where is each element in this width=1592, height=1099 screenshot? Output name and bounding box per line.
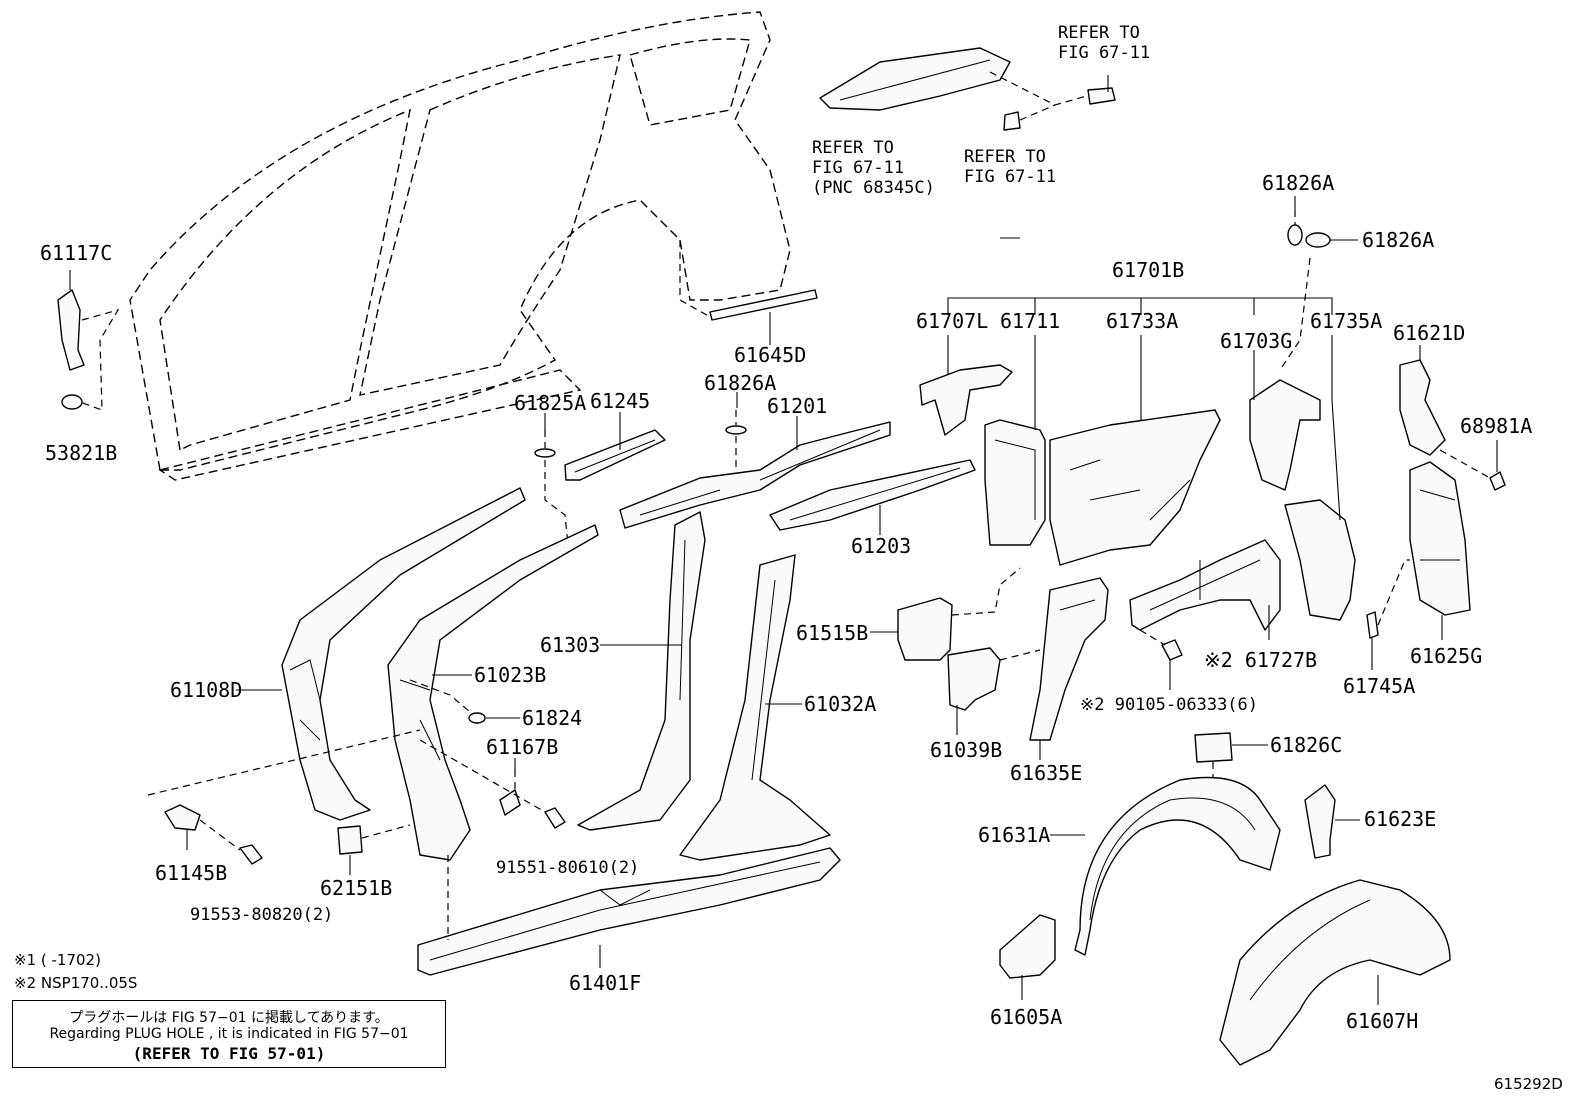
leader-lines bbox=[69, 75, 1498, 1005]
figure-id: 615292D bbox=[1494, 1075, 1563, 1093]
part-61145B bbox=[147, 729, 421, 865]
part-61745A bbox=[1366, 559, 1410, 639]
label-68981A[interactable]: 68981A bbox=[1460, 414, 1532, 438]
part-61826C bbox=[1194, 732, 1233, 780]
part-61826A-mid bbox=[725, 410, 747, 470]
refer-mid-right-line2[interactable]: FIG 67-11 bbox=[964, 167, 1056, 187]
label-61621D[interactable]: 61621D bbox=[1393, 321, 1465, 345]
label-61826A-mid[interactable]: 61826A bbox=[704, 371, 776, 395]
part-61303 bbox=[577, 511, 706, 831]
label-61203[interactable]: 61203 bbox=[851, 534, 911, 558]
part-61108D bbox=[281, 487, 526, 821]
part-61023B bbox=[387, 524, 599, 861]
label-61303[interactable]: 61303 bbox=[540, 633, 600, 657]
label-61826C[interactable]: 61826C bbox=[1270, 733, 1342, 757]
part-61711 bbox=[984, 335, 1046, 546]
label-61401F[interactable]: 61401F bbox=[569, 971, 641, 995]
part-61401F bbox=[417, 847, 841, 976]
label-61707L[interactable]: 61707L bbox=[916, 309, 988, 333]
label-61623E[interactable]: 61623E bbox=[1364, 807, 1436, 831]
part-61623E bbox=[1304, 784, 1336, 859]
part-61825A bbox=[534, 430, 569, 546]
label-61703G[interactable]: 61703G bbox=[1220, 329, 1292, 353]
part-61621D bbox=[1399, 359, 1446, 456]
label-61635E[interactable]: 61635E bbox=[1010, 761, 1082, 785]
part-61203 bbox=[769, 459, 976, 531]
label-91553-80820[interactable]: 91553-80820(2) bbox=[190, 905, 333, 925]
refer-mid-left-line1[interactable]: REFER TO bbox=[812, 138, 894, 158]
refer-mid-left-line3[interactable]: (PNC 68345C) bbox=[812, 178, 935, 198]
label-61607H[interactable]: 61607H bbox=[1346, 1009, 1418, 1033]
part-61039B bbox=[947, 647, 1041, 711]
part-61727B bbox=[1129, 539, 1281, 631]
refer-top-line1[interactable]: REFER TO bbox=[1058, 23, 1140, 43]
part-61201 bbox=[619, 421, 891, 529]
label-91551-80610[interactable]: 91551-80610(2) bbox=[496, 858, 639, 878]
label-53821B[interactable]: 53821B bbox=[45, 441, 117, 465]
part-61707L bbox=[919, 335, 1013, 436]
roof-reinforcement bbox=[819, 47, 1116, 131]
part-90105-bolt bbox=[1139, 629, 1183, 661]
part-61826A-top bbox=[1279, 210, 1331, 371]
label-61701B[interactable]: 61701B bbox=[1112, 258, 1184, 282]
label-61711[interactable]: 61711 bbox=[1000, 309, 1060, 333]
part-61605A bbox=[999, 914, 1056, 979]
label-62151B[interactable]: 62151B bbox=[320, 876, 392, 900]
part-61245 bbox=[564, 429, 666, 481]
label-61735A[interactable]: 61735A bbox=[1310, 309, 1382, 333]
part-62151B bbox=[337, 824, 411, 855]
part-61167B bbox=[499, 770, 521, 816]
refer-mid-left-line2[interactable]: FIG 67-11 bbox=[812, 158, 904, 178]
label-61727B[interactable]: ※2 61727B bbox=[1204, 648, 1317, 672]
part-61735A bbox=[1284, 335, 1356, 621]
label-61117C[interactable]: 61117C bbox=[40, 241, 112, 265]
label-61631A[interactable]: 61631A bbox=[978, 823, 1050, 847]
part-61607H bbox=[1219, 879, 1451, 1066]
label-90105-06333[interactable]: ※2 90105-06333(6) bbox=[1080, 695, 1258, 715]
part-53821B bbox=[61, 394, 83, 410]
label-61023B[interactable]: 61023B bbox=[474, 663, 546, 687]
label-61515B[interactable]: 61515B bbox=[796, 621, 868, 645]
label-61039B[interactable]: 61039B bbox=[930, 738, 1002, 762]
part-61625G bbox=[1409, 461, 1471, 616]
label-61245[interactable]: 61245 bbox=[590, 389, 650, 413]
plug-hole-note-box: プラグホールは FIG 57−01 に掲載してあります。 Regarding P… bbox=[12, 1000, 446, 1068]
part-61733A bbox=[1049, 335, 1221, 566]
note-1: ※1 ( -1702) bbox=[14, 951, 101, 969]
note-box-japanese: プラグホールは FIG 57−01 に掲載してあります。 bbox=[69, 1010, 389, 1026]
label-61605A[interactable]: 61605A bbox=[990, 1005, 1062, 1029]
label-61201[interactable]: 61201 bbox=[767, 394, 827, 418]
part-91551-bolt bbox=[419, 739, 566, 829]
label-61826A-right[interactable]: 61826A bbox=[1362, 228, 1434, 252]
refer-mid-right-line1[interactable]: REFER TO bbox=[964, 147, 1046, 167]
label-61745A[interactable]: 61745A bbox=[1343, 674, 1415, 698]
label-61824[interactable]: 61824 bbox=[522, 706, 582, 730]
part-61635E bbox=[1029, 577, 1109, 741]
label-61645D[interactable]: 61645D bbox=[734, 343, 806, 367]
note-box-refer-link[interactable]: (REFER TO FIG 57-01) bbox=[132, 1044, 326, 1063]
part-61032A bbox=[679, 554, 831, 861]
label-61733A[interactable]: 61733A bbox=[1106, 309, 1178, 333]
label-61825A[interactable]: 61825A bbox=[514, 391, 586, 415]
part-61703G bbox=[1249, 355, 1321, 491]
label-61167B[interactable]: 61167B bbox=[486, 735, 558, 759]
group-61701B bbox=[947, 297, 1333, 315]
part-61631A bbox=[1074, 776, 1281, 956]
note-box-english: Regarding PLUG HOLE , it is indicated in… bbox=[49, 1026, 409, 1042]
label-61145B[interactable]: 61145B bbox=[155, 861, 227, 885]
label-61826A-top[interactable]: 61826A bbox=[1262, 171, 1334, 195]
part-61515B bbox=[897, 567, 1021, 661]
label-61625G[interactable]: 61625G bbox=[1410, 644, 1482, 668]
note-2: ※2 NSP170..05S bbox=[14, 974, 137, 992]
part-61645D bbox=[679, 240, 818, 321]
label-61108D[interactable]: 61108D bbox=[170, 678, 242, 702]
side-body-outline bbox=[129, 11, 791, 481]
refer-top-line2[interactable]: FIG 67-11 bbox=[1058, 43, 1150, 63]
part-68981A bbox=[1439, 449, 1506, 491]
label-61032A[interactable]: 61032A bbox=[804, 692, 876, 716]
part-61117C bbox=[57, 289, 120, 411]
